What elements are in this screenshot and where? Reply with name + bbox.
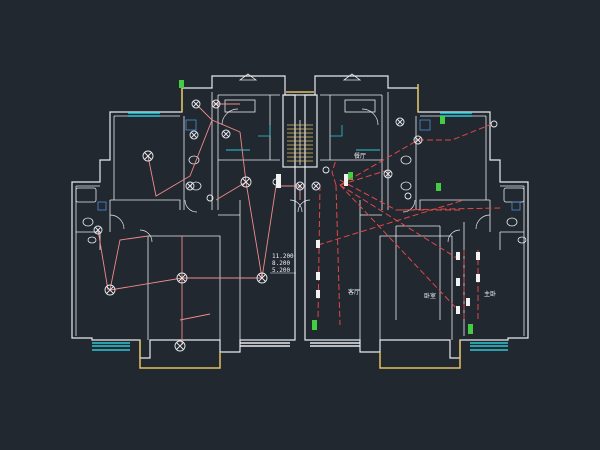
light-right-6 — [404, 192, 412, 200]
window-left-living — [240, 342, 290, 347]
socket-3 — [316, 290, 320, 298]
socket-2 — [316, 272, 320, 280]
room-label-bedroom: 卧室 — [424, 292, 436, 300]
socket-10 — [344, 174, 348, 186]
dim-label-3: 5.200 — [272, 267, 290, 274]
switch-panel — [276, 174, 281, 188]
staircase — [287, 120, 313, 165]
right-unit-outline — [304, 75, 529, 359]
light-left-11 — [256, 272, 268, 284]
window-left-top — [128, 112, 160, 117]
panel-green-5 — [436, 183, 441, 191]
panel-green-6 — [348, 172, 353, 180]
light-left-13 — [206, 194, 214, 202]
light-left-10 — [176, 272, 188, 284]
right-unit-wiring — [317, 123, 501, 326]
window-right-bottom — [470, 342, 508, 351]
light-left-12 — [174, 340, 186, 352]
socket-5 — [456, 278, 460, 286]
dim-label-2: 8.200 — [272, 260, 290, 267]
toilet-right — [506, 217, 518, 227]
meter-box-right — [419, 119, 431, 131]
door-swings — [109, 108, 491, 243]
wall-sockets — [276, 174, 480, 314]
vent-hood — [238, 73, 362, 81]
panel-green-1 — [179, 80, 184, 88]
balcony-left-bottom — [139, 340, 221, 369]
window-right-living — [310, 342, 360, 347]
sink-right-2 — [400, 181, 412, 191]
room-label-master: 主卧 — [484, 290, 496, 298]
socket-8 — [476, 274, 480, 282]
toilet-right-2 — [400, 155, 412, 165]
light-left-5 — [185, 181, 195, 191]
panel-green-4 — [440, 116, 445, 124]
light-left-4 — [189, 130, 199, 140]
panel-left — [97, 201, 107, 211]
room-label-dining: 餐厅 — [354, 152, 366, 160]
light-right-7 — [490, 120, 498, 128]
ceiling-lights-left — [93, 99, 305, 352]
socket-4 — [456, 252, 460, 260]
balcony-right-bottom — [379, 340, 461, 369]
left-inner-walls — [75, 92, 280, 340]
bathtub-left — [75, 187, 97, 203]
kitchen-counter-left — [224, 99, 256, 113]
light-right-3 — [413, 135, 423, 145]
sanitary-fixtures — [75, 73, 527, 244]
bathtub-right — [503, 187, 525, 203]
socket-7 — [476, 252, 480, 260]
sink-left-2 — [190, 181, 202, 191]
panel-right — [511, 201, 521, 211]
socket-1 — [316, 240, 320, 248]
light-left-6 — [240, 176, 252, 188]
light-left-8 — [93, 225, 103, 235]
windows — [92, 112, 508, 351]
panel-green-2 — [312, 320, 317, 330]
stair-core — [282, 94, 318, 168]
ceiling-lights-right — [311, 117, 498, 200]
light-right-2 — [383, 169, 393, 179]
light-right-1 — [311, 181, 321, 191]
light-left-1 — [142, 150, 154, 162]
right-inner-walls — [320, 92, 525, 340]
sink-right — [517, 236, 527, 244]
sink-left — [87, 236, 97, 244]
light-left-2 — [191, 99, 201, 109]
light-right-5 — [322, 166, 330, 174]
left-unit-outline — [71, 75, 296, 359]
toilet-left-2 — [188, 155, 200, 165]
electrical-panels — [179, 80, 473, 334]
drawing-labels: 11.200 8.200 5.200 餐厅 客厅 卧室 主卧 — [272, 152, 496, 300]
meter-box-left — [185, 119, 197, 131]
balconies — [139, 84, 461, 369]
exterior-walls — [71, 75, 529, 359]
light-left-3 — [211, 99, 221, 109]
light-left-9 — [104, 284, 116, 296]
window-left-bottom — [92, 342, 130, 351]
light-left-15 — [295, 181, 305, 191]
kitchen-counter-right — [344, 99, 376, 113]
socket-6 — [456, 306, 460, 314]
room-label-living: 客厅 — [348, 288, 360, 296]
light-right-4 — [395, 117, 405, 127]
window-right-top — [440, 112, 472, 117]
toilet-left — [82, 217, 94, 227]
panel-green-3 — [468, 324, 473, 334]
light-left-7 — [221, 129, 231, 139]
dim-label-1: 11.200 — [272, 253, 294, 260]
socket-9 — [466, 298, 470, 306]
